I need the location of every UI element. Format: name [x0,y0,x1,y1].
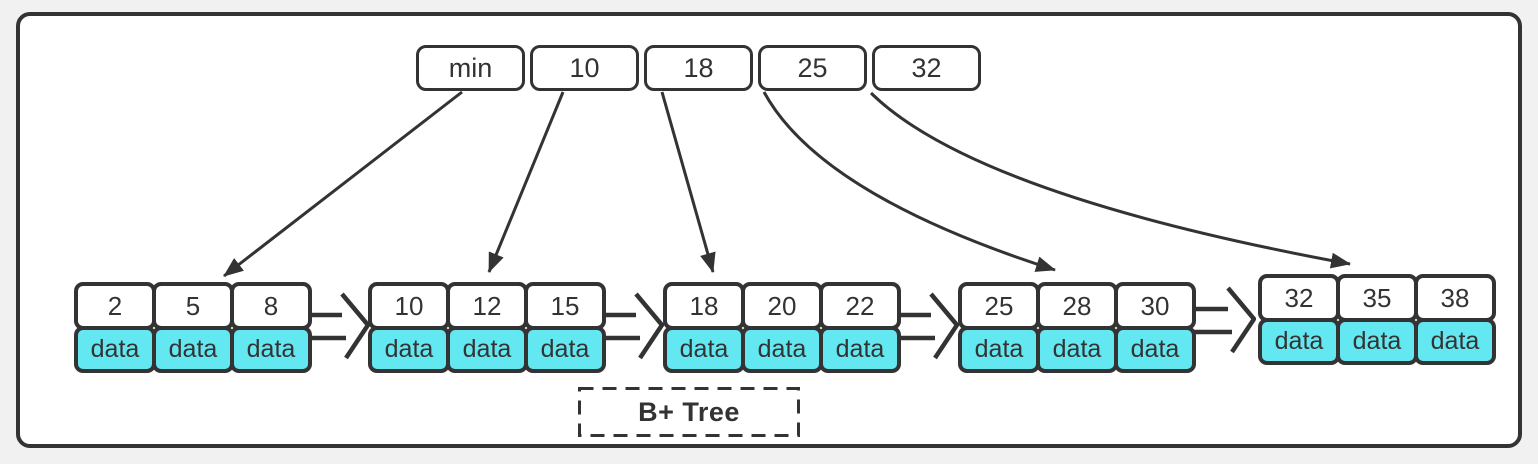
leaf-node-4: 25 28 30 data data data [958,282,1196,373]
leaf-key-cell: 15 [524,282,606,330]
leaf-data-cell: data [1114,326,1196,373]
root-key-cell: min [416,45,525,91]
leaf-key-cell: 8 [230,282,312,330]
root-key-cell: 25 [758,45,867,91]
root-key-cell: 32 [872,45,981,91]
leaf-data-cell: data [446,326,528,373]
leaf-data-cell: data [1336,318,1418,365]
leaf-key-cell: 30 [1114,282,1196,330]
leaf-data-cell: data [230,326,312,373]
leaf-key-row: 18 20 22 [663,282,901,330]
leaf-data-row: data data data [663,326,901,373]
tree-title: B+ Tree [638,396,740,427]
leaf-data-cell: data [74,326,156,373]
leaf-key-cell: 5 [152,282,234,330]
leaf-node-3: 18 20 22 data data data [663,282,901,373]
leaf-data-cell: data [368,326,450,373]
leaf-link-arrow [1192,286,1256,354]
leaf-data-cell: data [524,326,606,373]
leaf-key-row: 32 35 38 [1258,274,1496,322]
leaf-key-cell: 28 [1036,282,1118,330]
leaf-data-cell: data [741,326,823,373]
leaf-data-cell: data [1036,326,1118,373]
leaf-data-row: data data data [74,326,312,373]
leaf-link-arrow [306,292,370,360]
leaf-link-arrow [895,292,959,360]
leaf-key-cell: 32 [1258,274,1340,322]
leaf-key-row: 2 5 8 [74,282,312,330]
leaf-data-cell: data [1414,318,1496,365]
tree-title-box: B+ Tree [578,387,800,437]
leaf-data-cell: data [958,326,1040,373]
leaf-data-cell: data [663,326,745,373]
leaf-node-5: 32 35 38 data data data [1258,274,1496,365]
leaf-data-row: data data data [1258,318,1496,365]
dashed-border [578,387,800,437]
leaf-key-row: 25 28 30 [958,282,1196,330]
leaf-node-1: 2 5 8 data data data [74,282,312,373]
leaf-key-cell: 18 [663,282,745,330]
leaf-key-cell: 2 [74,282,156,330]
leaf-data-cell: data [152,326,234,373]
root-key-cell: 18 [644,45,753,91]
leaf-link-arrow [600,292,664,360]
leaf-key-cell: 20 [741,282,823,330]
leaf-data-row: data data data [368,326,606,373]
leaf-key-cell: 10 [368,282,450,330]
leaf-data-row: data data data [958,326,1196,373]
root-node: min 10 18 25 32 [416,45,981,91]
leaf-key-cell: 25 [958,282,1040,330]
root-key-cell: 10 [530,45,639,91]
leaf-key-cell: 35 [1336,274,1418,322]
leaf-key-cell: 12 [446,282,528,330]
leaf-key-cell: 22 [819,282,901,330]
leaf-key-row: 10 12 15 [368,282,606,330]
leaf-key-cell: 38 [1414,274,1496,322]
leaf-data-cell: data [1258,318,1340,365]
leaf-data-cell: data [819,326,901,373]
leaf-node-2: 10 12 15 data data data [368,282,606,373]
